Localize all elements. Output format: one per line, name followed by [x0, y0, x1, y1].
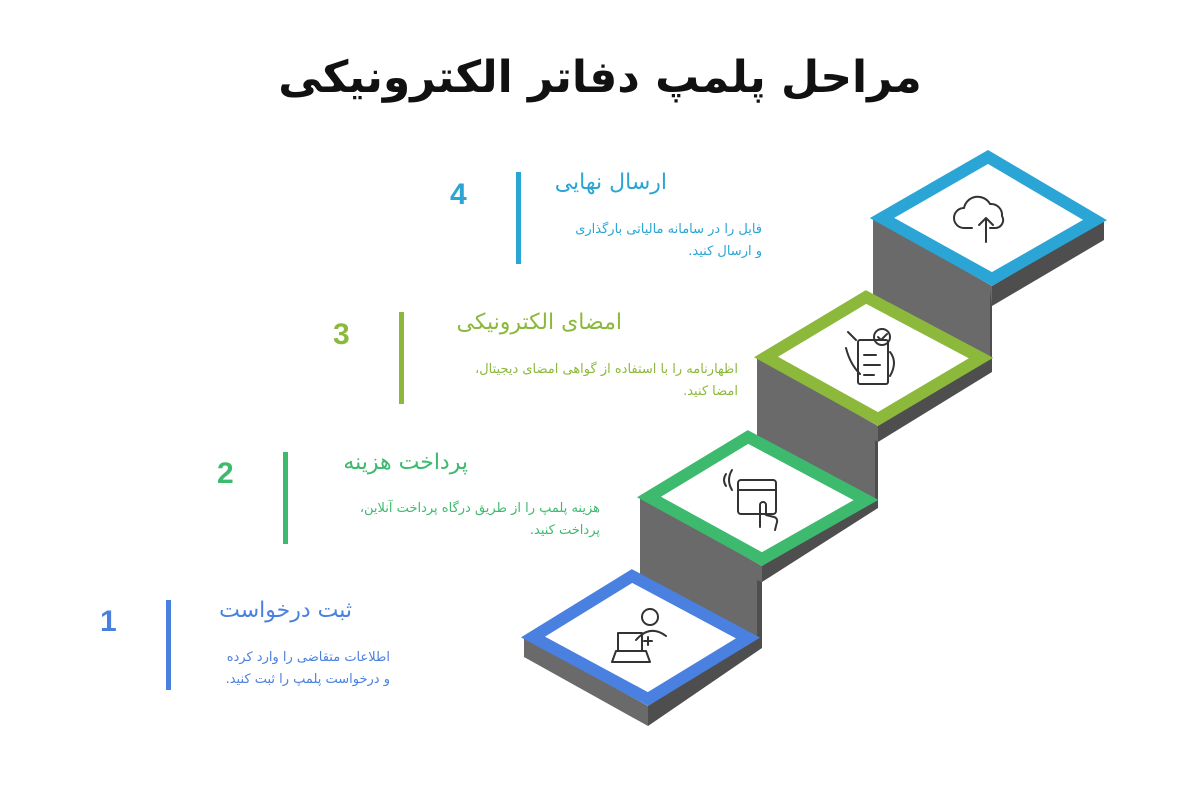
document-sign-icon — [845, 328, 895, 385]
step-number: 3 — [333, 318, 350, 351]
step-divider — [516, 172, 521, 264]
step-description-line: فایل را در سامانه مالیاتی بارگذاری — [575, 222, 762, 237]
step-title: ثبت درخواست — [219, 598, 352, 623]
step-description-line: اطلاعات متقاضی را وارد کرده — [226, 650, 390, 665]
step-description: اطلاعات متقاضی را وارد کرده و درخواست پل… — [226, 647, 390, 691]
step-divider — [283, 452, 288, 544]
tile-3 — [753, 290, 994, 426]
tile-4 — [869, 150, 1107, 286]
side-4 — [992, 220, 1104, 306]
step-description-line: امضا کنید. — [683, 384, 738, 399]
tile-1 — [520, 569, 761, 706]
step-description: فایل را در سامانه مالیاتی بارگذاری و ارس… — [575, 219, 762, 263]
step-description: اظهارنامه را با استفاده از گواهی امضای د… — [475, 359, 738, 403]
riser-1 — [524, 637, 648, 726]
tile-2 — [636, 430, 879, 566]
side-1 — [648, 580, 762, 726]
step-title: پرداخت هزینه — [343, 450, 468, 475]
step-divider — [166, 600, 171, 690]
step-description-line: اظهارنامه را با استفاده از گواهی امضای د… — [475, 362, 738, 377]
step-title: ارسال نهایی — [554, 170, 667, 195]
step-description-line: پرداخت کنید. — [529, 523, 600, 538]
step-description-line: و درخواست پلمپ را ثبت کنید. — [225, 672, 390, 687]
page-title: مراحل پلمپ دفاتر الکترونیکی — [278, 52, 922, 103]
step-description: هزینه پلمپ را از طریق درگاه پرداخت آنلای… — [360, 498, 600, 542]
step-number: 1 — [100, 605, 117, 638]
side-3 — [878, 290, 992, 442]
tap-payment-icon — [723, 469, 779, 531]
cloud-upload-icon — [953, 195, 1005, 243]
step-description-line: هزینه پلمپ را از طریق درگاه پرداخت آنلای… — [359, 501, 600, 516]
user-laptop-add-icon — [611, 608, 667, 663]
step-title: امضای الکترونیکی — [456, 310, 622, 335]
step-divider — [399, 312, 404, 404]
step-description-line: و ارسال کنید. — [688, 244, 762, 259]
step-number: 2 — [217, 457, 234, 490]
step-number: 4 — [450, 178, 467, 211]
side-2 — [762, 440, 878, 582]
